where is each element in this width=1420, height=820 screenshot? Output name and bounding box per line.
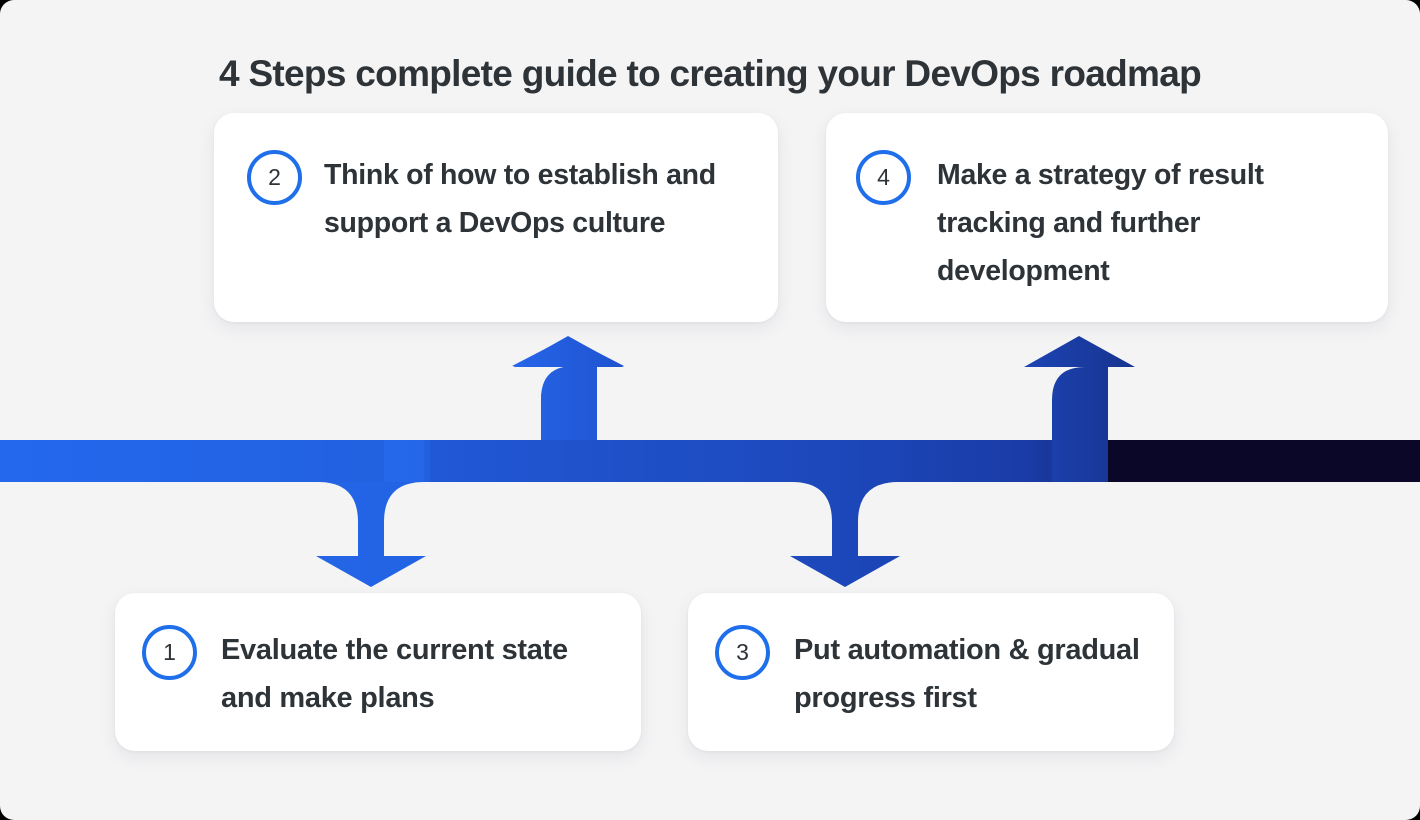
step-number-badge: 4 [856, 150, 911, 205]
step-description: Evaluate the current state and make plan… [221, 634, 568, 714]
timeline-bar [0, 440, 1420, 482]
arrow-up-to-step-2-head [513, 336, 624, 482]
arrow-down-to-step-3 [430, 440, 900, 587]
step-description: Think of how to establish and support a … [324, 159, 716, 239]
page-title: 4 Steps complete guide to creating your … [219, 52, 1202, 94]
step-card-2[interactable]: 2 Think of how to establish and support … [214, 113, 778, 322]
step-description: Make a strategy of result tracking and f… [937, 159, 1264, 287]
step-card-4[interactable]: 4 Make a strategy of result tracking and… [826, 113, 1388, 322]
step-number-badge: 1 [142, 625, 197, 680]
step-card-1[interactable]: 1 Evaluate the current state and make pl… [115, 593, 641, 751]
timeline-bend-shoulders [384, 440, 898, 482]
step-description: Put automation & gradual progress first [794, 634, 1140, 714]
arrow-up-to-step-4 [1024, 336, 1135, 482]
step-number-badge: 2 [247, 150, 302, 205]
timeline-bar-tail [1108, 440, 1420, 482]
step-number-badge: 3 [715, 625, 770, 680]
arrow-down-to-step-1 [0, 440, 426, 587]
arrow-up-to-step-2 [512, 337, 624, 482]
step-card-3[interactable]: 3 Put automation & gradual progress firs… [688, 593, 1174, 751]
